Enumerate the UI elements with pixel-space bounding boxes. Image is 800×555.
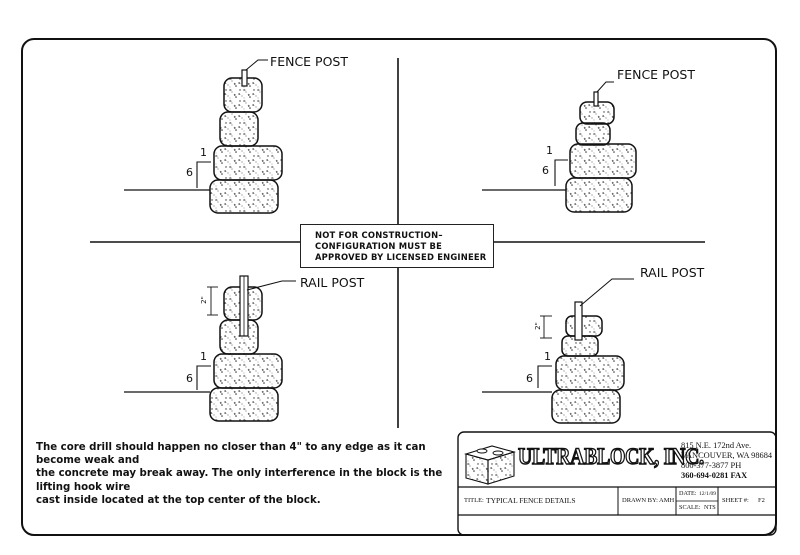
dimension-mark-left: 2"	[199, 296, 208, 304]
scale-value: NTS	[704, 504, 716, 511]
company-name: ULTRABLOCK, INC.	[517, 443, 704, 469]
detail-fence-post-right	[482, 81, 637, 213]
batter-run-bottom-right: 6	[526, 372, 533, 385]
batter-rise-bottom-right: 1	[544, 350, 551, 363]
batter-rise-top-left: 1	[200, 146, 207, 159]
drawn-by-label: DRAWN BY:	[622, 497, 658, 504]
detail-rail-post-left	[124, 275, 296, 422]
dimension-mark-right: 2"	[533, 322, 542, 330]
company-phone: 800-377-3877 PH	[681, 461, 742, 470]
title-block	[457, 431, 777, 536]
batter-rise-top-right: 1	[546, 144, 553, 157]
date-value: 12/1/09	[699, 491, 717, 497]
ultrablock-logo-icon	[464, 445, 516, 485]
company-fax: 360-694-0281 FAX	[681, 471, 748, 480]
note-line-1: The core drill should happen no closer t…	[36, 442, 426, 467]
detail-rail-post-right	[482, 278, 634, 424]
note-line-2: the concrete may break away. The only in…	[36, 468, 443, 493]
scale-label: SCALE:	[679, 504, 701, 511]
title-label: TITLE:	[464, 497, 484, 504]
batter-run-top-left: 6	[186, 166, 193, 179]
fence-post-label-left: FENCE POST	[270, 54, 348, 69]
drawn-by-value: AMH	[659, 497, 675, 504]
title-value: TYPICAL FENCE DETAILS	[486, 496, 576, 505]
batter-run-top-right: 6	[542, 164, 549, 177]
sheet-label: SHEET #:	[722, 497, 749, 504]
warning-line-2: CONFIGURATION MUST BE	[315, 241, 443, 251]
company-address-1: 815 N.E. 172nd Ave.	[681, 441, 752, 450]
date-label: DATE:	[679, 490, 697, 497]
warning-line-1: NOT FOR CONSTRUCTION–	[315, 230, 443, 240]
warning-line-3: APPROVED BY LICENSED ENGINEER	[315, 252, 487, 262]
sheet-value: F2	[758, 497, 765, 504]
sheet-border	[21, 38, 777, 536]
engineer-warning-box: NOT FOR CONSTRUCTION– CONFIGURATION MUST…	[300, 224, 494, 268]
fence-post-label-right: FENCE POST	[617, 67, 695, 82]
rail-post-label-left: RAIL POST	[300, 275, 365, 290]
detail-fence-post-left	[124, 59, 283, 214]
rail-post-label-right: RAIL POST	[640, 265, 705, 280]
batter-run-bottom-left: 6	[186, 372, 193, 385]
core-drill-note: The core drill should happen no closer t…	[36, 441, 450, 507]
note-line-3: cast inside located at the top center of…	[36, 494, 321, 506]
company-address-2: VANCOUVER, WA 98684	[681, 451, 773, 460]
batter-rise-bottom-left: 1	[200, 350, 207, 363]
